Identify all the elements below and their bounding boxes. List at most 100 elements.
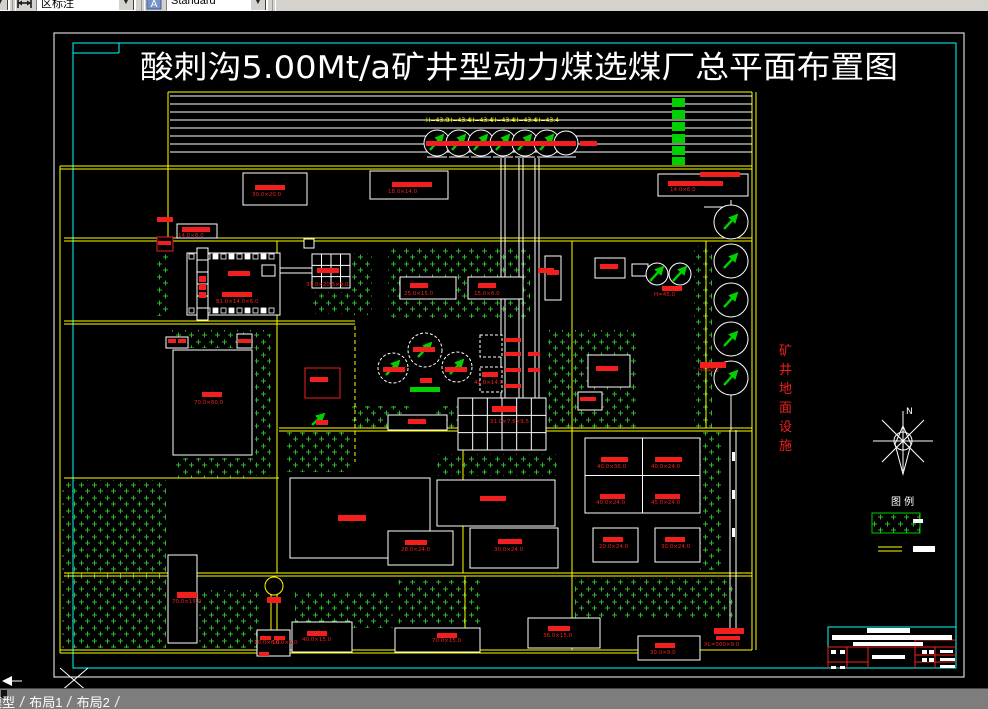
building — [479, 334, 503, 358]
chevron-down-icon[interactable]: ▼ — [0, 0, 8, 10]
dim-label: 40.0×24.0 — [651, 464, 681, 470]
label-bar — [600, 494, 625, 499]
dim-label: 14.0×6.0 — [178, 233, 204, 239]
label-bar — [655, 494, 680, 499]
column-tick — [260, 307, 267, 314]
north-arrow-circle — [893, 431, 913, 451]
rail-line — [881, 419, 925, 463]
text-placeholder — [831, 650, 836, 654]
label-bar — [716, 636, 740, 640]
dim-label: 30.0×24.0 — [494, 547, 524, 553]
label-bar — [259, 652, 269, 656]
column-tick — [260, 253, 267, 260]
dim-label: 40.0×36.0 — [597, 464, 627, 470]
column-tick — [244, 253, 251, 260]
text-placeholder — [913, 546, 935, 552]
label-bar — [410, 283, 428, 288]
label-bar — [478, 283, 496, 288]
label-bar — [307, 631, 327, 636]
tank-height-label: H=43.0 — [426, 117, 449, 124]
label-bar — [505, 338, 521, 342]
combo-fragment[interactable]: ▼ — [0, 0, 10, 11]
tab-layout2[interactable]: 布局2 — [76, 695, 110, 709]
chevron-down-icon[interactable]: ▼ — [250, 0, 266, 10]
label-bar — [413, 347, 435, 352]
label-bar — [556, 141, 576, 146]
label-bar — [158, 241, 171, 245]
column-tick — [212, 307, 219, 314]
tank-height-label: H=43.4 — [536, 117, 559, 124]
label-bar — [405, 540, 427, 545]
tree-block — [672, 146, 685, 155]
label-bar — [310, 377, 328, 382]
vegetation-hatch — [694, 246, 712, 428]
text-placeholder — [872, 655, 905, 659]
text-style-combo[interactable]: Standard ▼ — [166, 0, 268, 11]
vegetation-hatch — [62, 480, 166, 648]
flow-arrow — [723, 369, 739, 386]
vegetation-hatch — [255, 334, 271, 476]
label-bar — [228, 271, 250, 276]
label-bar — [168, 339, 176, 343]
text-placeholder — [853, 642, 923, 646]
column-tick — [220, 253, 227, 260]
label-bar — [238, 339, 251, 343]
text-style-value: Standard — [171, 0, 216, 7]
toolbar-separator — [141, 0, 145, 11]
dim-label: 25.0×15.0 — [404, 291, 434, 297]
text-placeholder — [940, 658, 955, 661]
dim-style-icon[interactable] — [16, 0, 33, 11]
building — [469, 527, 559, 569]
column-tick — [252, 307, 259, 314]
text-placeholder — [840, 666, 845, 669]
column-tick — [228, 253, 235, 260]
chevron-down-icon[interactable]: ▼ — [118, 0, 134, 10]
rail-line — [63, 667, 89, 688]
text-placeholder — [832, 635, 952, 640]
tab-divider: / — [113, 694, 121, 709]
dim-label: 14.0×6.0 — [670, 187, 696, 193]
label-bar — [601, 457, 628, 462]
dim-label: 28.0×24.0 — [401, 547, 431, 553]
dim-label: 40.0×15.0 — [302, 637, 332, 643]
tree-block — [672, 122, 685, 131]
dim-style-value: 区标注 — [41, 0, 74, 10]
dim-label: H=40.2 — [698, 368, 719, 374]
side-label-char: 设 — [779, 420, 792, 435]
label-bar — [662, 286, 682, 291]
side-label-char: 地 — [779, 382, 792, 397]
label-bar — [668, 181, 723, 186]
tree-block — [672, 134, 685, 143]
tree-block — [672, 110, 685, 119]
dim-label: 70.0×15.0 — [432, 638, 462, 644]
label-bar — [199, 276, 206, 282]
dim-style-combo[interactable]: 区标注 ▼ — [36, 0, 136, 11]
building — [387, 530, 454, 566]
text-placeholder — [913, 519, 923, 523]
vegetation-hatch — [175, 458, 253, 478]
label-bar — [505, 352, 521, 356]
tree-block — [410, 387, 440, 392]
flow-arrow — [723, 252, 739, 269]
dim-label: 20.0×24.0 — [599, 544, 629, 550]
column-tick — [252, 253, 259, 260]
tab-model[interactable]: 模型 — [0, 695, 16, 709]
dim-label: 31.0×7.5×9.5 — [490, 419, 529, 425]
column-tick — [236, 253, 243, 260]
text-placeholder — [929, 650, 934, 654]
toolbar: ▼ 区标注 ▼ A Standard ▼ — [0, 0, 988, 11]
building — [303, 238, 315, 249]
label-bar — [538, 268, 554, 273]
tree-block — [672, 157, 685, 165]
text-style-icon[interactable]: A — [146, 0, 163, 11]
label-bar — [470, 141, 492, 146]
building — [592, 527, 639, 563]
tab-layout1[interactable]: 布局1 — [29, 695, 63, 709]
label-bar — [383, 367, 405, 372]
dim-label: 70.0×60.0 — [194, 400, 224, 406]
flow-arrow — [672, 265, 688, 282]
column-tick — [244, 307, 251, 314]
ucs-arrowhead — [2, 676, 12, 686]
label-bar — [448, 141, 470, 146]
